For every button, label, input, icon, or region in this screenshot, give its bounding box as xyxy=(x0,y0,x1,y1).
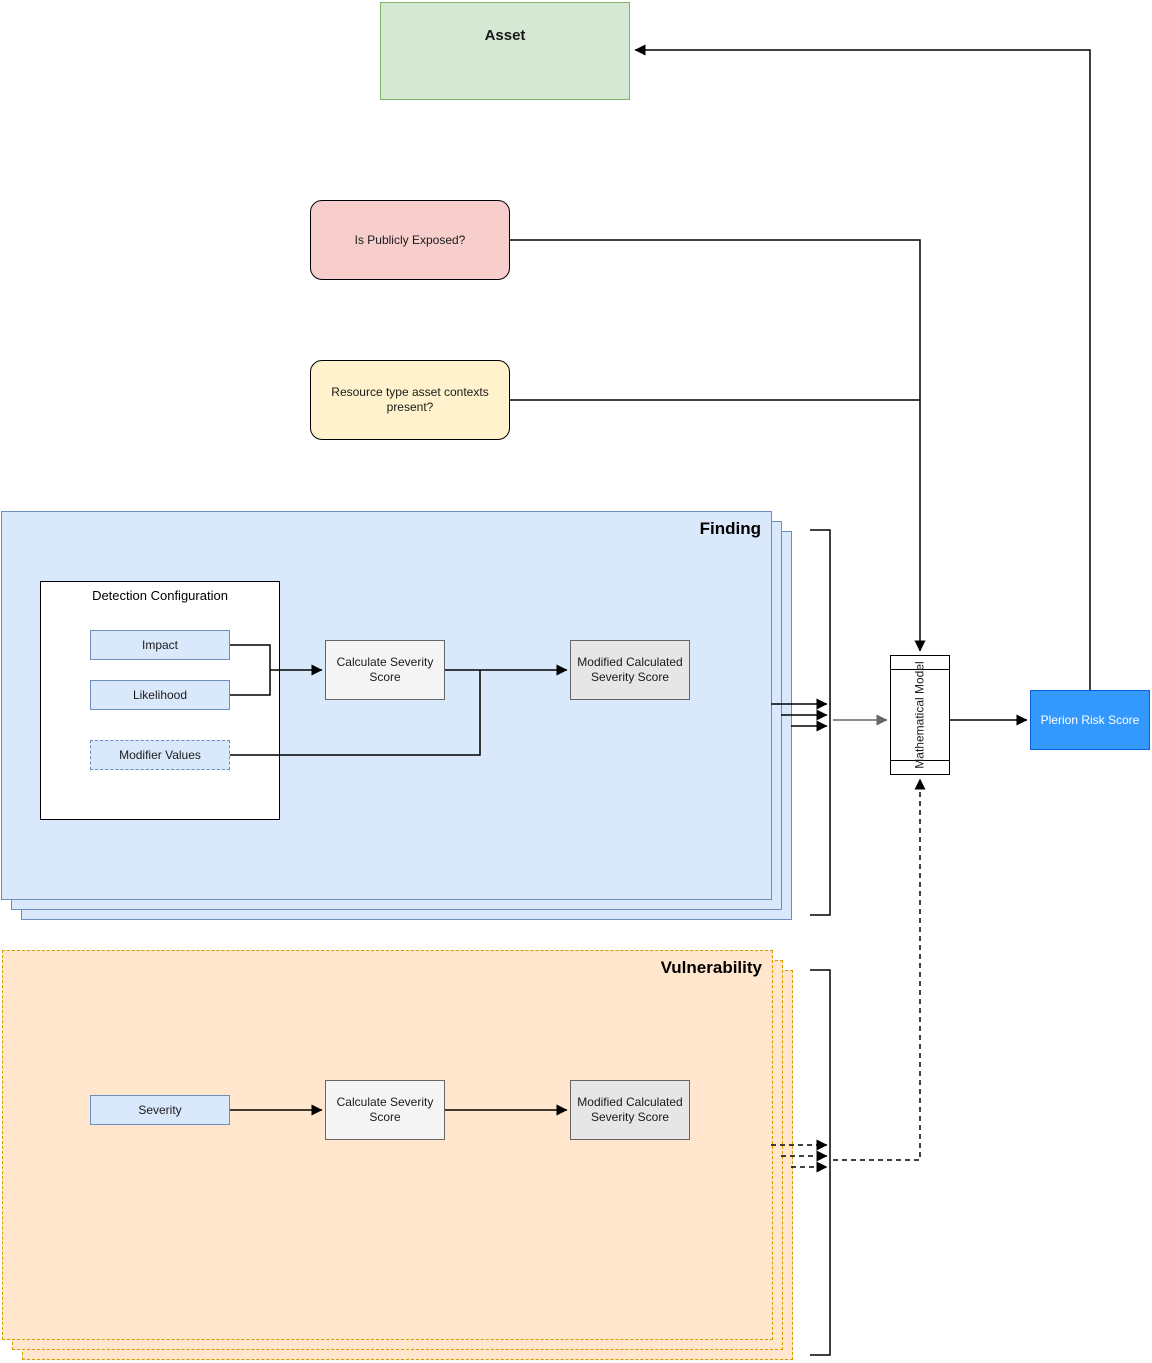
vulnerability-title: Vulnerability xyxy=(660,958,762,977)
vulnerability-bracket xyxy=(810,969,831,1356)
severity-node: Severity xyxy=(90,1095,230,1125)
publicly-exposed-node: Is Publicly Exposed? xyxy=(310,200,510,280)
mathematical-model-bottom-band xyxy=(891,760,949,761)
finding-bracket xyxy=(810,529,831,916)
impact-node: Impact xyxy=(90,630,230,660)
vulnerability-calculate-severity-label: Calculate Severity Score xyxy=(336,1095,434,1124)
wire-vulnerability-bracket-to-model xyxy=(833,778,926,1161)
publicly-exposed-label: Is Publicly Exposed? xyxy=(354,232,466,247)
modifier-values-node: Modifier Values xyxy=(90,740,230,770)
vulnerability-calculate-severity-node: Calculate Severity Score xyxy=(325,1080,445,1140)
finding-modified-severity-label: Modified Calculated Severity Score xyxy=(577,655,683,684)
resource-context-label: Resource type asset contexts present? xyxy=(331,385,489,414)
severity-label: Severity xyxy=(138,1102,182,1117)
likelihood-label: Likelihood xyxy=(132,687,188,702)
finding-modified-severity-node: Modified Calculated Severity Score xyxy=(570,640,690,700)
resource-context-node: Resource type asset contexts present? xyxy=(310,360,510,440)
asset-label: Asset xyxy=(484,27,526,44)
asset-node: Asset xyxy=(380,2,630,100)
modifier-values-label: Modifier Values xyxy=(119,747,201,762)
finding-title: Finding xyxy=(699,519,761,538)
impact-label: Impact xyxy=(141,637,178,652)
vulnerability-modified-severity-node: Modified Calculated Severity Score xyxy=(570,1080,690,1140)
finding-calculate-severity-node: Calculate Severity Score xyxy=(325,640,445,700)
vulnerability-modified-severity-label: Modified Calculated Severity Score xyxy=(577,1095,683,1124)
detection-configuration-title: Detection Configuration xyxy=(92,588,228,603)
likelihood-node: Likelihood xyxy=(90,680,230,710)
plerion-risk-score-node: Plerion Risk Score xyxy=(1030,690,1150,750)
vulnerability-group: Vulnerability xyxy=(2,950,773,1340)
plerion-risk-score-label: Plerion Risk Score xyxy=(1040,712,1140,727)
finding-calculate-severity-label: Calculate Severity Score xyxy=(336,655,434,684)
mathematical-model-label: Mathematical Model xyxy=(912,661,927,769)
mathematical-model-node: Mathematical Model xyxy=(890,655,950,775)
